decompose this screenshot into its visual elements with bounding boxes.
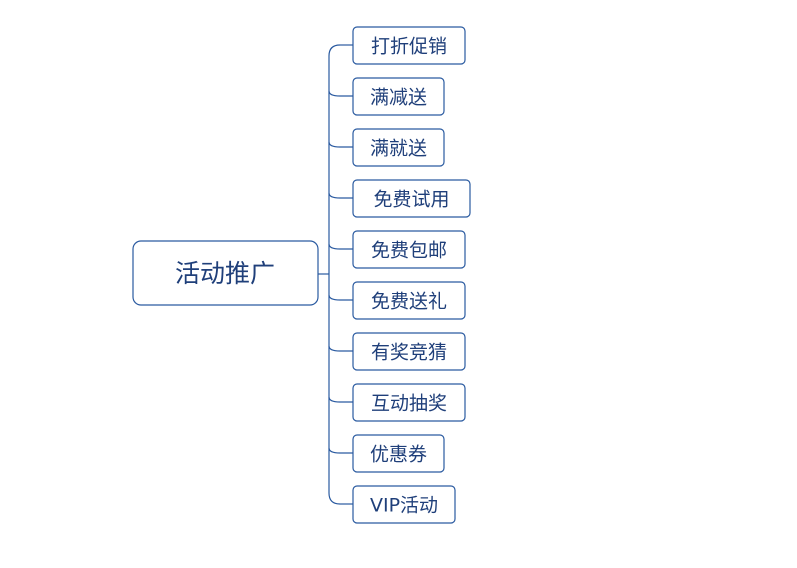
child-node: 免费包邮 <box>352 230 466 269</box>
child-node-box <box>352 281 466 320</box>
child-node: 满减送 <box>352 77 445 116</box>
child-node: 打折促销 <box>352 26 466 65</box>
trunk-line <box>328 44 341 505</box>
child-node-label: 免费送礼 <box>371 291 447 313</box>
child-node-label: VIP活动 <box>370 495 438 517</box>
child-node-label: 有奖竞猜 <box>371 342 447 364</box>
child-node: 免费送礼 <box>352 281 466 320</box>
connector-lines <box>318 44 353 505</box>
child-node: 互动抽奖 <box>352 383 466 422</box>
child-node-box <box>352 332 466 371</box>
child-node-box <box>352 230 466 269</box>
child-node-box <box>352 128 445 167</box>
child-node-label: 满减送 <box>370 87 427 109</box>
child-node-label: 互动抽奖 <box>371 393 447 415</box>
branch-line <box>328 447 353 454</box>
root-node: 活动推广 <box>132 240 319 306</box>
branch-line <box>328 243 353 250</box>
child-node-box <box>352 383 466 422</box>
child-node-box <box>352 26 466 65</box>
child-node: 优惠券 <box>352 434 445 473</box>
child-node: 免费试用 <box>352 179 471 218</box>
root-node-box <box>132 240 319 306</box>
branch-line <box>328 90 353 97</box>
root-node-label: 活动推广 <box>175 259 275 288</box>
branch-line <box>328 345 353 352</box>
branch-line <box>328 192 353 199</box>
child-node-box <box>352 77 445 116</box>
child-node-label: 打折促销 <box>371 36 447 58</box>
child-node-box <box>352 485 456 524</box>
child-node-label: 免费包邮 <box>371 240 447 262</box>
branch-line <box>328 141 353 148</box>
child-node-box <box>352 434 445 473</box>
child-node-box <box>352 179 471 218</box>
branch-line <box>328 294 353 301</box>
child-node: 有奖竞猜 <box>352 332 466 371</box>
child-node-label: 优惠券 <box>370 444 427 466</box>
child-node-label: 满就送 <box>370 138 427 160</box>
child-node-label: 免费试用 <box>373 189 449 211</box>
branch-line <box>328 396 353 403</box>
child-node: VIP活动 <box>352 485 456 524</box>
child-node: 满就送 <box>352 128 445 167</box>
